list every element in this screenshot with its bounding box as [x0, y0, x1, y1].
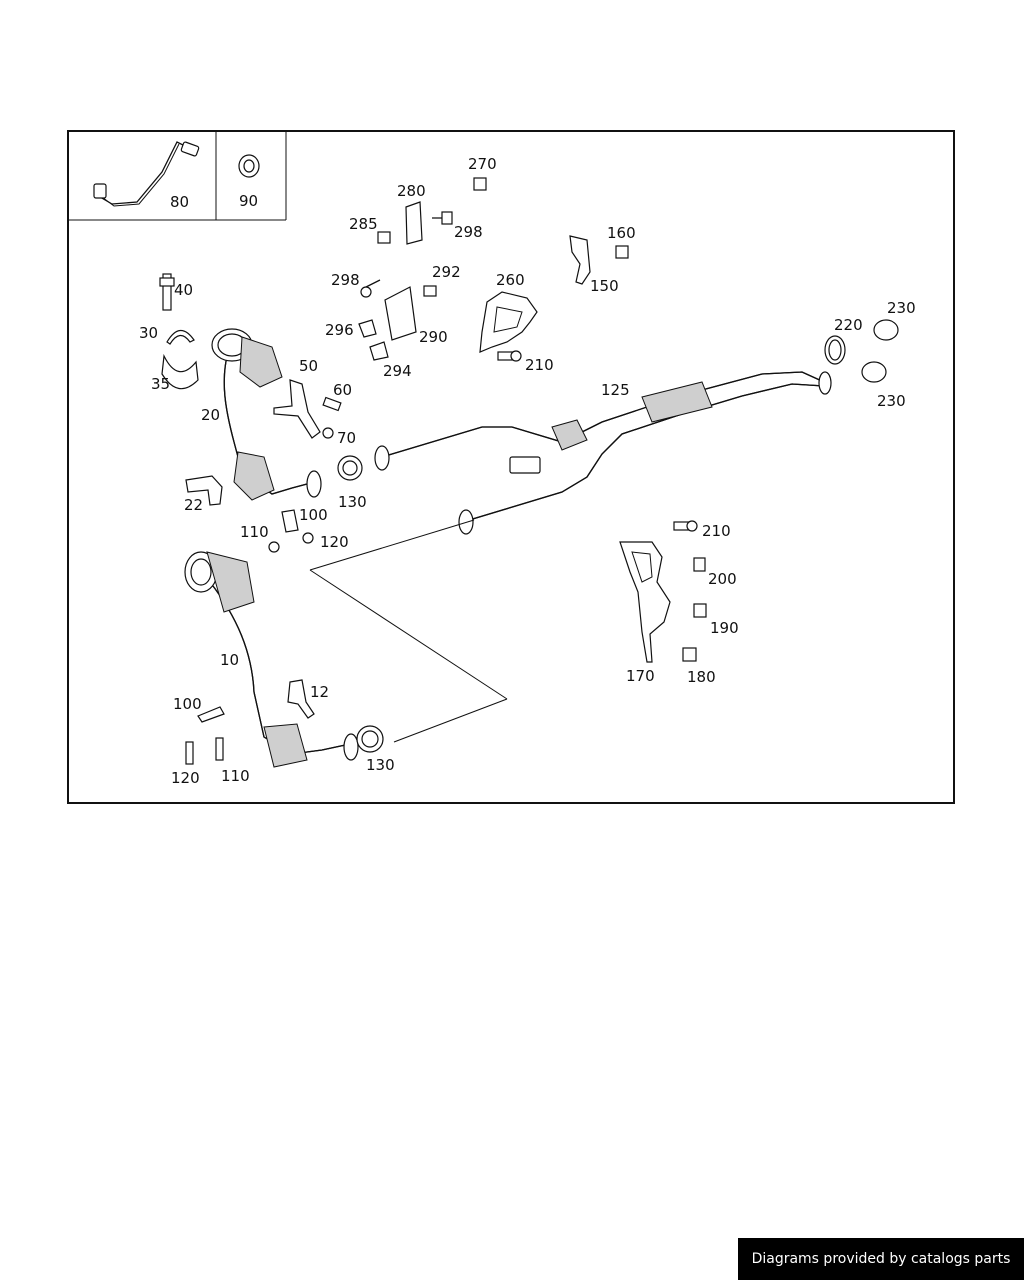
label-210-lower: 210 — [702, 522, 731, 540]
label-100-lower: 100 — [173, 695, 202, 713]
label-160: 160 — [607, 224, 636, 242]
clamp-part-35[interactable] — [161, 353, 199, 390]
gasket-ring-part-90[interactable] — [238, 154, 260, 178]
label-298-upper: 298 — [454, 223, 483, 241]
bracket-parts-290-298[interactable] — [358, 279, 437, 361]
label-296: 296 — [325, 321, 354, 339]
oxygen-sensor-part-80[interactable] — [93, 141, 200, 207]
clamp-part-220[interactable] — [824, 335, 846, 365]
part-number-labels: 80 90 270 280 285 298 160 150 298 292 26… — [139, 155, 916, 787]
label-120-upper: 120 — [320, 533, 349, 551]
fastener-parts-100-120-lower[interactable] — [185, 706, 225, 765]
clip-parts-180-200[interactable] — [682, 557, 707, 662]
label-10: 10 — [220, 651, 239, 669]
downpipe-part-10[interactable] — [184, 551, 359, 768]
label-20: 20 — [201, 406, 220, 424]
label-210-upper: 210 — [525, 356, 554, 374]
label-285: 285 — [349, 215, 378, 233]
clamp-part-30[interactable] — [166, 329, 195, 345]
clamp-part-130-lower[interactable] — [356, 725, 384, 753]
bolt-part-40[interactable] — [159, 273, 175, 311]
label-22: 22 — [184, 496, 203, 514]
label-290: 290 — [419, 328, 448, 346]
bracket-part-22[interactable] — [185, 475, 223, 506]
heat-shield-part-170[interactable] — [619, 541, 671, 663]
bolt-part-210-upper[interactable] — [497, 350, 522, 362]
bracket-parts-150-160[interactable] — [569, 235, 629, 285]
label-150: 150 — [590, 277, 619, 295]
label-70: 70 — [337, 429, 356, 447]
label-180: 180 — [687, 668, 716, 686]
footer-credit-badge: Diagrams provided by catalogs parts — [738, 1238, 1024, 1280]
label-40: 40 — [174, 281, 193, 299]
label-120-lower: 120 — [171, 769, 200, 787]
downpipe-part-20[interactable] — [211, 328, 322, 501]
label-100-upper: 100 — [299, 506, 328, 524]
bracket-part-12[interactable] — [287, 679, 315, 719]
label-294: 294 — [383, 362, 412, 380]
label-270: 270 — [468, 155, 497, 173]
label-292: 292 — [432, 263, 461, 281]
label-170: 170 — [626, 667, 655, 685]
label-110-lower: 110 — [221, 767, 250, 785]
main-exhaust-pipe-part-125[interactable] — [374, 371, 832, 535]
fastener-parts-100-120-upper[interactable] — [268, 509, 314, 553]
label-220: 220 — [834, 316, 863, 334]
label-200: 200 — [708, 570, 737, 588]
label-30: 30 — [139, 324, 158, 342]
label-298-lower: 298 — [331, 271, 360, 289]
label-12: 12 — [310, 683, 329, 701]
label-110-upper: 110 — [240, 523, 269, 541]
clamp-part-230-upper[interactable] — [873, 319, 899, 341]
callout-leader-lines — [309, 519, 508, 743]
label-60: 60 — [333, 381, 352, 399]
inset-boxes — [69, 132, 287, 221]
label-280: 280 — [397, 182, 426, 200]
label-190: 190 — [710, 619, 739, 637]
label-80: 80 — [170, 193, 189, 211]
label-90: 90 — [239, 192, 258, 210]
clamp-part-230-lower[interactable] — [861, 361, 887, 383]
label-130-lower: 130 — [366, 756, 395, 774]
label-50: 50 — [299, 357, 318, 375]
bracket-parts-50-70[interactable] — [273, 379, 342, 439]
bolt-part-210-lower[interactable] — [673, 520, 698, 532]
heat-shield-part-260[interactable] — [479, 291, 538, 353]
label-260: 260 — [496, 271, 525, 289]
label-230-upper: 230 — [887, 299, 916, 317]
clamp-part-130-upper[interactable] — [337, 455, 363, 481]
diagram-canvas: 80 90 270 280 285 298 160 150 298 292 26… — [69, 132, 916, 787]
bracket-parts-270-298[interactable] — [377, 177, 487, 245]
exhaust-parts-diagram: 80 90 270 280 285 298 160 150 298 292 26… — [67, 130, 955, 804]
label-230-lower: 230 — [877, 392, 906, 410]
label-130-upper: 130 — [338, 493, 367, 511]
label-35: 35 — [151, 375, 170, 393]
label-125: 125 — [601, 381, 630, 399]
